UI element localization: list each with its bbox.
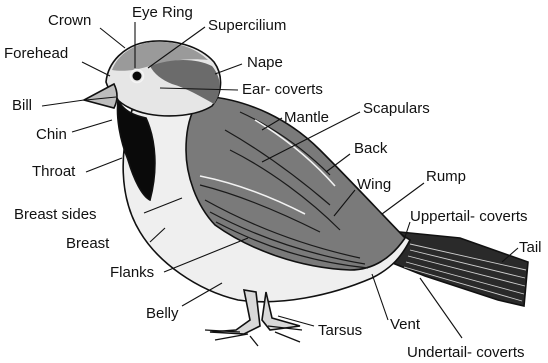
bill-shape: [84, 84, 117, 108]
label-back: Back: [354, 140, 388, 157]
leader-vent: [372, 274, 388, 320]
label-scapulars: Scapulars: [363, 100, 430, 117]
label-tail: Tail: [519, 239, 542, 256]
label-tarsus: Tarsus: [318, 322, 362, 339]
label-breast-sides: Breast sides: [14, 206, 97, 223]
eye: [133, 72, 142, 81]
label-mantle: Mantle: [284, 109, 329, 126]
label-eye-ring: Eye Ring: [132, 4, 193, 21]
label-crown: Crown: [48, 12, 91, 29]
label-uppertail-coverts: Uppertail- coverts: [410, 208, 528, 225]
label-rump: Rump: [426, 168, 466, 185]
label-vent: Vent: [390, 316, 421, 333]
leader-bill: [42, 100, 84, 106]
label-wing: Wing: [357, 176, 391, 193]
leader-forehead: [82, 62, 110, 76]
label-forehead: Forehead: [4, 45, 68, 62]
leader-crown: [100, 28, 125, 48]
label-chin: Chin: [36, 126, 67, 143]
label-bill: Bill: [12, 97, 32, 114]
label-ear-coverts: Ear- coverts: [242, 81, 323, 98]
label-nape: Nape: [247, 54, 283, 71]
leader-undertail-coverts: [420, 278, 462, 338]
label-belly: Belly: [146, 305, 179, 322]
label-breast: Breast: [66, 235, 110, 252]
label-undertail-coverts: Undertail- coverts: [407, 344, 525, 361]
label-supercilium: Supercilium: [208, 17, 286, 34]
label-flanks: Flanks: [110, 264, 154, 281]
label-throat: Throat: [32, 163, 76, 180]
leader-nape: [215, 64, 242, 74]
leader-chin: [72, 120, 112, 132]
leader-throat: [86, 158, 122, 172]
